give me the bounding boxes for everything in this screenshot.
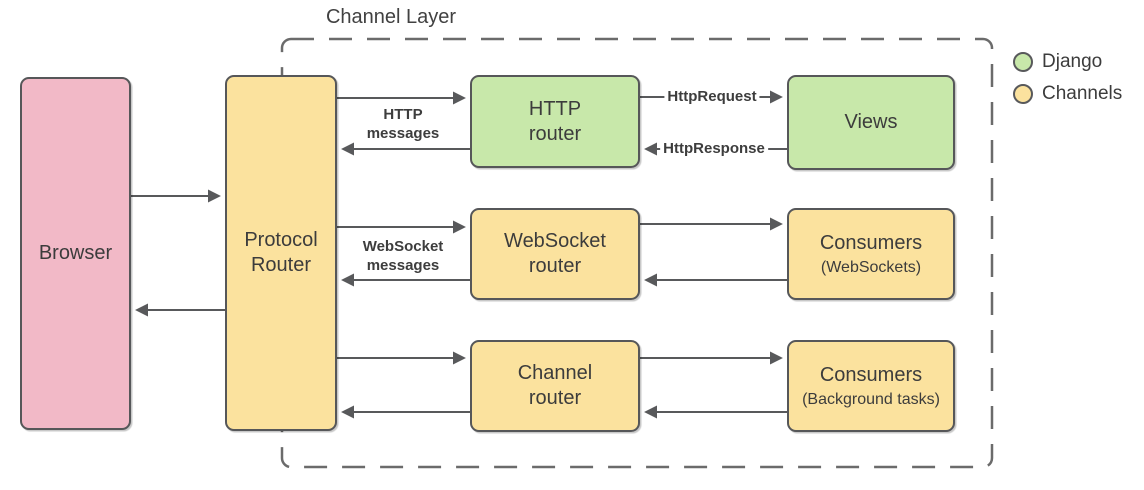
node-channel-router: Channel router (470, 340, 640, 432)
node-channel-router-label: Channel router (517, 362, 593, 409)
node-browser-label: Browser (38, 242, 113, 264)
node-consumers-background-label: Consumers (819, 363, 923, 386)
edge-label-http-request: HttpRequest (664, 88, 760, 106)
legend-django-label: Django (1042, 51, 1103, 72)
django-color-swatch-icon (1013, 52, 1033, 72)
node-protocol-router: Protocol Router (225, 75, 337, 431)
node-http-router-label: HTTP router (528, 97, 582, 145)
legend-channels-label: Channels (1042, 83, 1123, 104)
node-consumers-websockets-sublabel: (WebSockets) (820, 258, 922, 276)
node-http-router: HTTP router (470, 75, 640, 168)
legend: Django Channels (1013, 51, 1122, 115)
edge-label-http-messages: HTTP messages (366, 106, 440, 143)
node-consumers-background-sublabel: (Background tasks) (802, 390, 940, 408)
node-protocol-router-label: Protocol Router (244, 229, 318, 276)
legend-item-channels: Channels (1013, 83, 1122, 105)
channel-layer-boundary (280, 37, 994, 469)
node-browser: Browser (20, 77, 131, 430)
edge-label-websocket-messages: WebSocket messages (362, 238, 444, 275)
node-views-label: Views (844, 111, 898, 133)
legend-item-django: Django (1013, 51, 1122, 73)
node-consumers-websockets-label: Consumers (819, 231, 923, 254)
node-consumers-websockets: Consumers (WebSockets) (787, 208, 955, 300)
node-websocket-router-label: WebSocket router (504, 230, 606, 277)
channels-color-swatch-icon (1013, 84, 1033, 104)
node-views: Views (787, 75, 955, 170)
node-websocket-router: WebSocket router (470, 208, 640, 300)
channel-layer-title: Channel Layer (325, 6, 457, 28)
edge-label-http-response: HttpResponse (660, 140, 768, 158)
node-consumers-background: Consumers (Background tasks) (787, 340, 955, 432)
